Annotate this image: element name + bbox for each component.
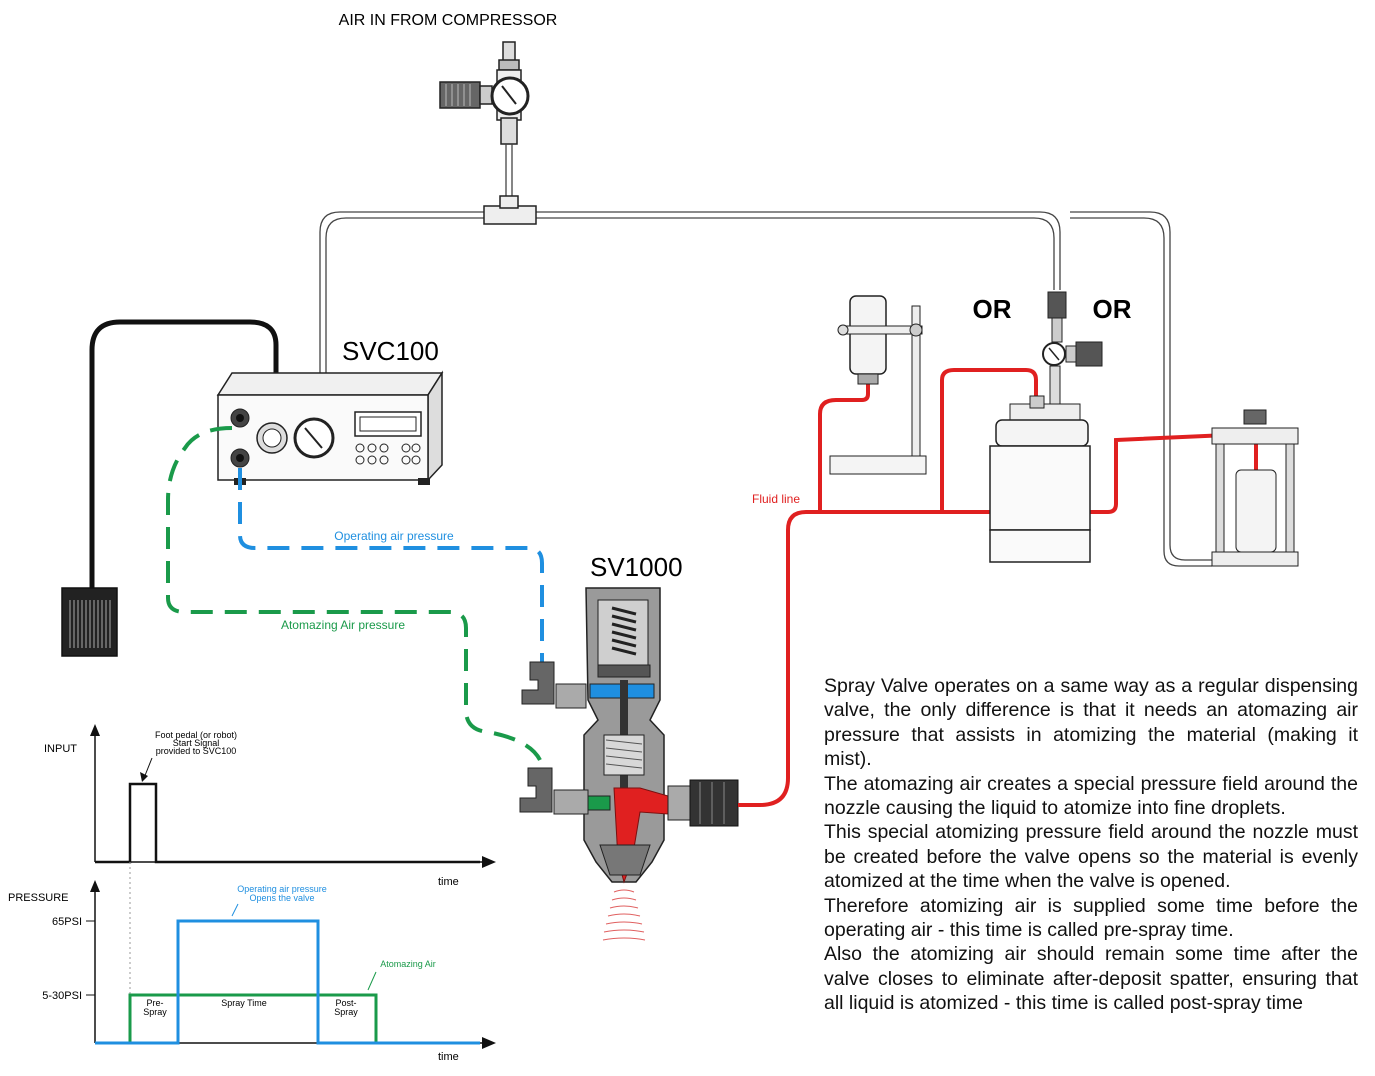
pedal-cable bbox=[89, 319, 279, 590]
atomizing-note: Atomazing Air bbox=[380, 959, 436, 969]
sv1000-label: SV1000 bbox=[590, 552, 683, 582]
tank-regulator bbox=[1042, 291, 1103, 407]
post-spray-label-2: Spray bbox=[334, 1007, 358, 1017]
level-high-label: 65PSI bbox=[52, 916, 82, 928]
fluid-line-label: Fluid line bbox=[752, 492, 800, 506]
spray-mist-icon bbox=[602, 889, 646, 941]
tee-fitting-icon bbox=[483, 195, 537, 225]
level-low-label: 5-30PSI bbox=[42, 990, 82, 1002]
pre-spray-label-2: Spray bbox=[143, 1007, 167, 1017]
cartridge-holder bbox=[1211, 409, 1299, 567]
spray-time-label: Spray Time bbox=[221, 998, 267, 1008]
controller-display bbox=[354, 411, 422, 437]
atomizing-air-line bbox=[166, 426, 542, 762]
time-axis-label-bottom: time bbox=[438, 1051, 459, 1063]
operating-air-fitting-icon bbox=[521, 661, 587, 709]
timing-diagram: INPUT time Foot pedal (or robot) Start S… bbox=[8, 724, 496, 1063]
description-paragraph: The atomazing air creates a special pres… bbox=[824, 772, 1358, 820]
air-supply-lines bbox=[319, 144, 1212, 567]
pedal-note-1: Foot pedal (or robot) bbox=[155, 730, 237, 740]
description-paragraph: This special atomizing pressure field ar… bbox=[824, 821, 1358, 893]
input-axis-label: INPUT bbox=[44, 743, 77, 755]
description-paragraph: Therefore atomizing air is supplied some… bbox=[824, 894, 1358, 942]
fluid-line bbox=[738, 510, 990, 807]
fluid-line-to-cartridge bbox=[1088, 431, 1258, 514]
fluid-line-to-bottle bbox=[818, 384, 870, 512]
input-signal bbox=[95, 782, 480, 864]
operating-note-2: Opens the valve bbox=[249, 893, 314, 903]
pedal-note-2: Start Signal bbox=[173, 738, 220, 748]
post-spray-label-1: Post- bbox=[335, 998, 356, 1008]
pedal-note-3: provided to SVC100 bbox=[156, 746, 237, 756]
fluid-bottle-stand bbox=[829, 295, 927, 475]
operating-air-line bbox=[238, 468, 544, 665]
operating-note-1: Operating air pressure bbox=[237, 884, 327, 894]
svc100-controller bbox=[216, 370, 444, 485]
sv1000-valve bbox=[583, 587, 669, 884]
foot-pedal-icon bbox=[61, 587, 118, 657]
atomizing-air-fitting-icon bbox=[519, 767, 589, 815]
pressure-tank bbox=[989, 395, 1091, 563]
time-axis-label-top: time bbox=[438, 876, 459, 888]
fluid-line-to-tank-lid bbox=[940, 368, 1038, 512]
atomizing-air-label: Atomazing Air pressure bbox=[281, 618, 405, 632]
air-in-label: AIR IN FROM COMPRESSOR bbox=[339, 12, 558, 29]
or-label-left: OR bbox=[973, 294, 1012, 324]
description-text: Spray Valve operates on a same way as a … bbox=[824, 674, 1358, 1016]
pressure-axis-label: PRESSURE bbox=[8, 892, 69, 904]
or-label-right: OR bbox=[1093, 294, 1132, 324]
svc100-label: SVC100 bbox=[342, 336, 439, 366]
operating-air-label: Operating air pressure bbox=[334, 529, 454, 543]
description-paragraph: Spray Valve operates on a same way as a … bbox=[824, 675, 1358, 771]
operating-air-signal bbox=[95, 919, 480, 1045]
description-paragraph: Also the atomizing air should remain som… bbox=[824, 943, 1358, 1015]
fluid-fitting-icon bbox=[667, 779, 739, 827]
air-regulator bbox=[439, 41, 530, 145]
pre-spray-label-1: Pre- bbox=[146, 998, 163, 1008]
